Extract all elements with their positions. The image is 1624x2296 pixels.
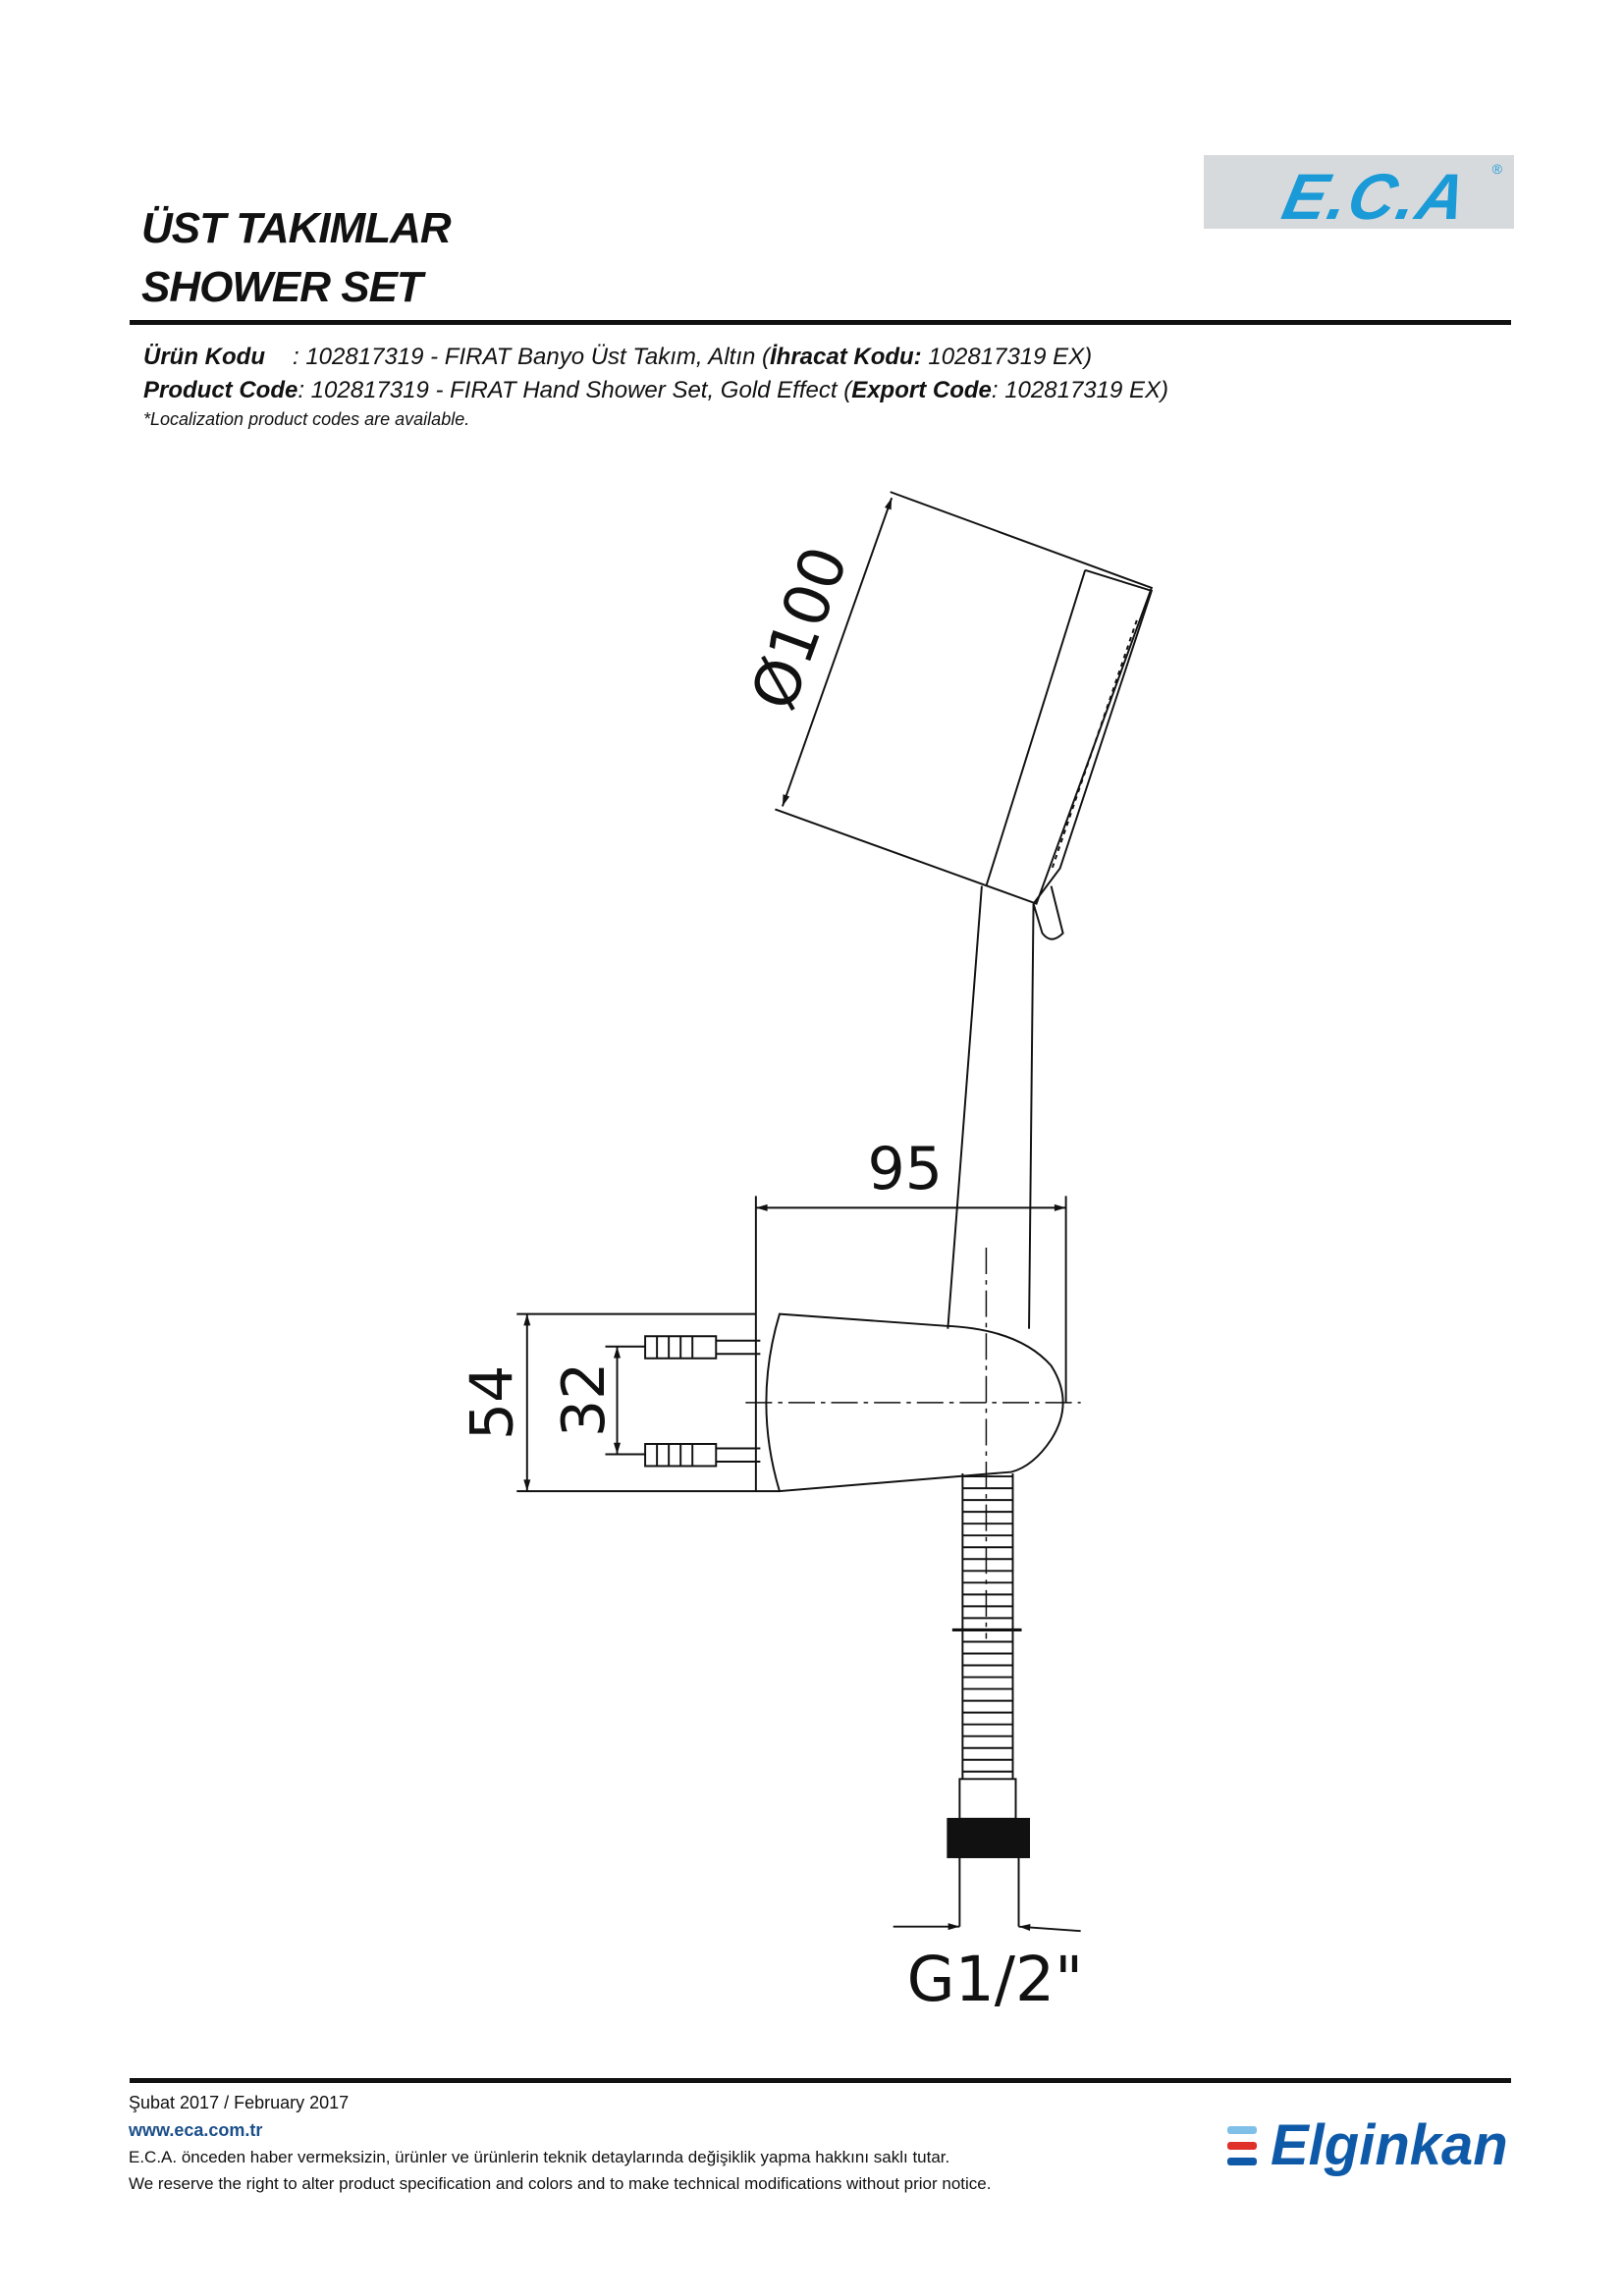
footer-url[interactable]: www.eca.com.tr [129,2120,263,2140]
dimension-height-label: 54 [459,1365,527,1441]
dimension-width-label: 95 [867,1135,943,1203]
product-code-tr: Ürün Kodu: 102817319 - FIRAT Banyo Üst T… [143,344,1093,370]
hose [947,1473,1031,1927]
dimension-diameter-line [782,497,893,807]
wall-anchor-top [644,1335,761,1360]
handle [947,885,1035,1329]
elginkan-logo: Elginkan [1227,2112,1512,2181]
footer-date: Şubat 2017 / February 2017 [129,2093,350,2112]
footer-disclaimer-tr: E.C.A. önceden haber vermeksizin, ürünle… [129,2148,950,2166]
title-tr: ÜST TAKIMLAR [141,204,452,252]
dimension-spacing-label: 32 [550,1362,619,1438]
wall-anchor-bottom [644,1443,761,1468]
eca-logo: E.C.A ® [1204,155,1514,233]
dimension-thread-label: G1/2" [907,1943,1084,2015]
product-code-en: Product Code: 102817319 - FIRAT Hand Sho… [143,377,1169,403]
dimension-diameter-label: Ø100 [736,537,862,719]
title-en: SHOWER SET [141,263,423,311]
footer-divider [130,2078,1511,2083]
footer-disclaimer-en: We reserve the right to alter product sp… [129,2174,992,2193]
header-divider [130,320,1511,325]
shower-head [775,491,1154,940]
localization-note: *Localization product codes are availabl… [143,409,470,429]
